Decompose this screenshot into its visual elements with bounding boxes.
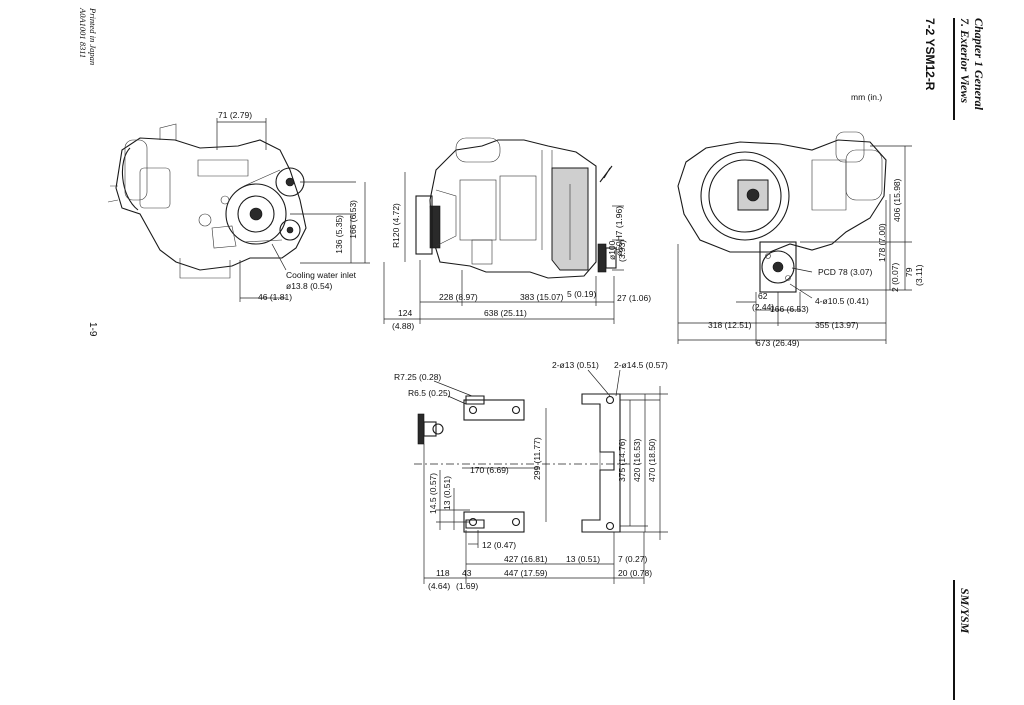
dim-118-in: (4.64) <box>428 581 450 591</box>
dim-136: 136 (5.35) <box>334 215 344 254</box>
dim-12: 12 (0.47) <box>482 540 516 550</box>
dim-7: 7 (0.27) <box>618 554 647 564</box>
dim-holes-14-5: 2-ø14.5 (0.57) <box>614 360 668 370</box>
dim-62: 62 <box>758 291 768 301</box>
cooling-inlet-dia: ø13.8 (0.54) <box>286 281 332 291</box>
dim-27: 27 (1.06) <box>617 293 651 303</box>
dim-r65: R6.5 (0.25) <box>408 388 451 398</box>
dim-124: 124 <box>398 308 412 318</box>
model-title: 7-2 YSM12-R <box>923 18 937 91</box>
dim-shaft: ø50H7 (1.96) <box>614 206 624 256</box>
dim-r725: R7.25 (0.28) <box>394 372 441 382</box>
dim-178: 178 (7.00) <box>877 223 887 262</box>
rear-view: 406 (15.98) 178 (7.00) 2 (0.07) 79 (3.11… <box>677 131 924 348</box>
dim-638: 638 (25.11) <box>484 308 527 318</box>
dim-r120: R120 (4.72) <box>391 203 401 248</box>
printed-line-2: A0A1001 8311 <box>78 7 88 58</box>
dim-420: 420 (16.53) <box>632 438 642 482</box>
dim-118: 118 <box>436 568 450 578</box>
dim-170: 170 (6.69) <box>470 465 509 475</box>
dim-43-in: (1.69) <box>456 581 478 591</box>
dim-383: 383 (15.07) <box>520 292 564 302</box>
bed-plan: R7.25 (0.28) R6.5 (0.25) 2-ø13 (0.51) 2-… <box>394 360 668 591</box>
chapter-header: Chapter 1 General 7. Exterior Views 7-2 … <box>923 18 986 700</box>
dim-46: 46 (1.81) <box>258 292 292 302</box>
dim-flange: ø100 <box>607 240 617 260</box>
section-title: 7. Exterior Views <box>958 18 972 103</box>
dim-holes: 4-ø10.5 (0.41) <box>815 296 869 306</box>
dim-318: 318 (12.51) <box>708 320 752 330</box>
dim-375: 375 (14.76) <box>617 438 627 482</box>
dim-673: 673 (26.49) <box>756 338 800 348</box>
dim-43: 43 <box>462 568 472 578</box>
dim-flange-in: (3.93) <box>617 240 627 262</box>
dim-124-in: (4.88) <box>392 321 414 331</box>
side-view: R120 (4.72) ø50H7 (1.96) ø100 (3.93) 228… <box>383 137 651 331</box>
dim-pcd: PCD 78 (3.07) <box>818 267 872 277</box>
front-view: 71 (2.79) 136 (5.35) 166 (6.53) Cooling … <box>107 110 370 302</box>
dim-13-h: 13 (0.51) <box>566 554 600 564</box>
dim-427: 427 (16.81) <box>504 554 548 564</box>
dim-holes-13: 2-ø13 (0.51) <box>552 360 599 370</box>
dim-14-5: 14.5 (0.57) <box>428 473 438 514</box>
printed-line-1: Printed in Japan <box>88 7 98 65</box>
dim-79-in: (3.11) <box>914 264 924 286</box>
cooling-inlet-label: Cooling water inlet <box>286 270 357 280</box>
dim-79: 79 <box>904 267 914 277</box>
dim-2: 2 (0.07) <box>890 263 900 292</box>
dim-20: 20 (0.78) <box>618 568 652 578</box>
chapter-title: Chapter 1 General <box>972 18 986 111</box>
units-note: mm (in.) <box>851 92 882 102</box>
dim-5: 5 (0.19) <box>567 289 596 299</box>
dim-406: 406 (15.98) <box>892 178 902 222</box>
dim-355: 355 (13.97) <box>815 320 859 330</box>
dim-166: 166 (6.53) <box>348 200 358 239</box>
dim-62-in: (2.44) <box>752 302 774 312</box>
dim-13-v: 13 (0.51) <box>442 476 452 510</box>
dim-166-rear: 166 (6.53) <box>770 304 809 314</box>
page-number: 1-9 <box>87 322 98 337</box>
dim-299: 299 (11.77) <box>532 437 542 480</box>
dim-71: 71 (2.79) <box>218 110 252 120</box>
dim-228: 228 (8.97) <box>439 292 478 302</box>
brand-label: SM/YSM <box>958 588 972 634</box>
dim-470: 470 (18.50) <box>647 438 657 482</box>
dim-447: 447 (17.59) <box>504 568 548 578</box>
